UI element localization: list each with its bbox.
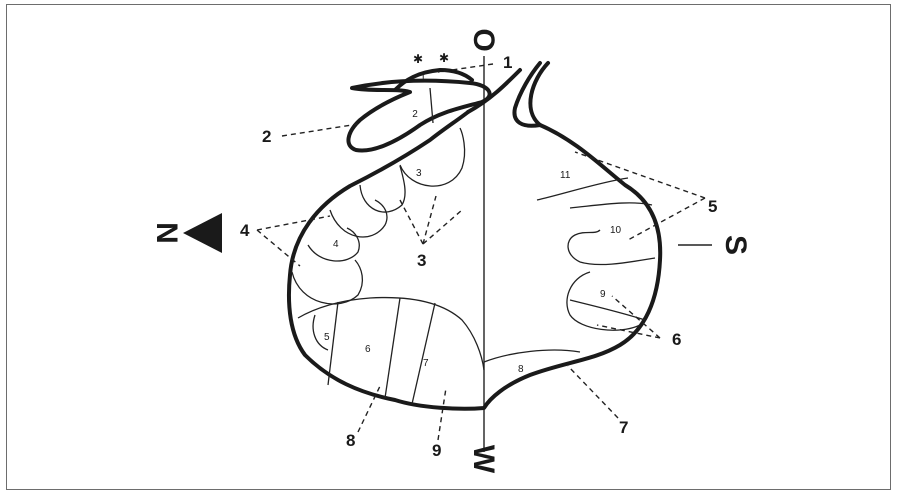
south-indicator: S <box>678 235 752 255</box>
body-neck <box>468 63 540 126</box>
south-label: S <box>719 235 752 255</box>
north-indicator: N <box>150 213 222 253</box>
segment-label-1: 1 <box>420 72 426 83</box>
segment-label-10: 10 <box>610 225 622 236</box>
label-6: 6 <box>672 330 681 349</box>
north-arrow-icon <box>183 213 222 253</box>
east-label: O <box>467 28 500 51</box>
segment-label-7: 7 <box>423 358 429 369</box>
segment-divider <box>385 298 400 398</box>
segment-label-5: 5 <box>324 332 330 343</box>
body-outline <box>289 63 660 409</box>
leader-line-7 <box>568 366 618 418</box>
asterisk-icon: ✱ <box>439 51 449 65</box>
segment-label-9: 9 <box>600 289 606 300</box>
label-8: 8 <box>346 431 355 450</box>
label-2: 2 <box>262 127 271 146</box>
segment-10-lower <box>570 203 652 208</box>
segment-9-divider <box>570 300 645 320</box>
segment-10-left <box>568 230 600 262</box>
label-4: 4 <box>240 221 250 240</box>
segment-label-3: 3 <box>416 168 422 179</box>
segment-8-top <box>484 350 580 362</box>
segment-label-6: 6 <box>365 344 371 355</box>
label-3: 3 <box>417 251 426 270</box>
segment-label-11: 11 <box>560 170 571 181</box>
leader-line-2 <box>282 124 358 136</box>
label-1: 1 <box>503 53 512 72</box>
label-5: 5 <box>708 197 717 216</box>
label-7: 7 <box>619 418 628 437</box>
west-label: W <box>467 445 500 474</box>
segment-divider <box>412 303 435 404</box>
segment-label-4: 4 <box>333 239 339 250</box>
segment-label-2: 2 <box>412 109 418 120</box>
label-9: 9 <box>432 441 441 460</box>
north-label: N <box>150 222 183 244</box>
segment-11-lower <box>537 178 628 200</box>
leader-line-9 <box>438 388 446 440</box>
leader-line-1 <box>438 64 493 72</box>
lobe-b <box>330 200 387 237</box>
segment-9-outline <box>567 272 640 330</box>
leader-line-3 <box>400 196 462 244</box>
segment-label-8: 8 <box>518 364 524 375</box>
lobe-4 <box>292 260 362 304</box>
segment-10-bottom <box>580 258 655 265</box>
asterisk-icon: ✱ <box>413 52 423 66</box>
segment-divider <box>328 302 338 385</box>
upper-appendage-outline <box>348 81 489 151</box>
